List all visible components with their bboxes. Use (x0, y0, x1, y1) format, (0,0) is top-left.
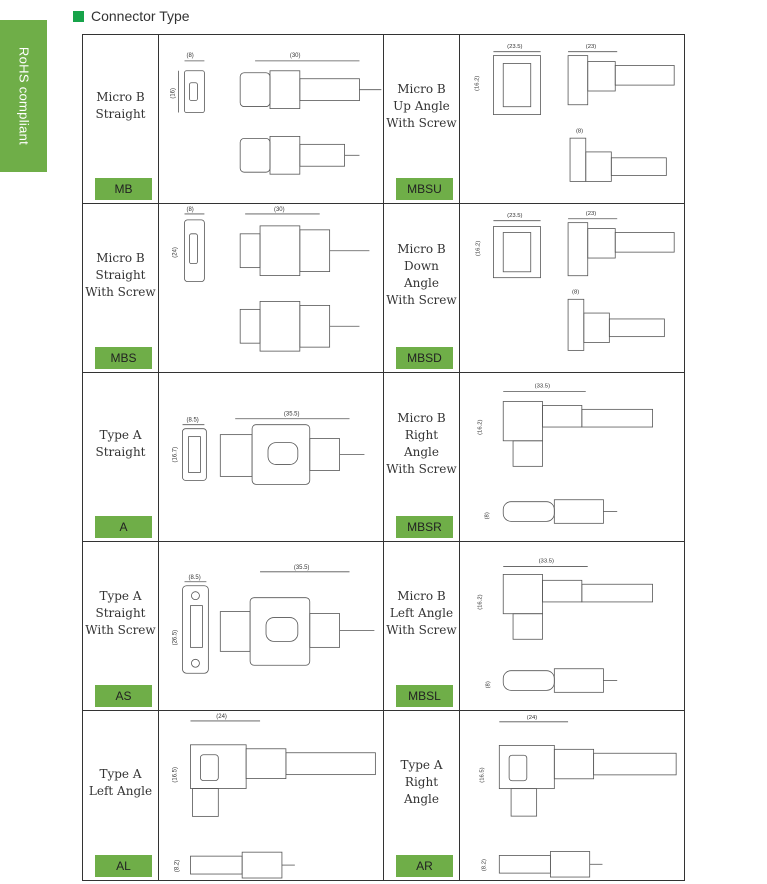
dimension-label: (16.7) (173, 447, 179, 463)
connector-drawing-cell: (8.5) (16.7) (35.5) (158, 372, 384, 542)
dimension-label: (23.5) (507, 213, 522, 219)
micro-b-left-angle-screw-drawing: (33.5) (16.2) (8) (478, 559, 653, 693)
connector-code-badge: MBSU (395, 178, 453, 200)
dimension-label: (33.5) (535, 384, 550, 390)
connector-drawing-cell: (8.5) (26.5) (35.5) (158, 541, 384, 711)
connector-drawing-cell: (23.5) (16.2) (23) (8) (458, 203, 686, 373)
micro-b-straight-screw-drawing: (8) (24) (30) (173, 207, 370, 352)
dimension-label: (16.2) (476, 241, 482, 256)
micro-b-down-angle-screw-drawing: (23.5) (16.2) (23) (8) (476, 211, 675, 351)
dimension-label: (24) (527, 715, 537, 721)
dimension-label: (30) (290, 53, 301, 59)
dimension-label: (24) (216, 714, 227, 720)
dimension-label: (8) (576, 128, 583, 134)
dimension-label: (8) (485, 681, 491, 688)
connector-drawing-cell: (33.5) (16.2) (8) (458, 541, 686, 711)
micro-b-up-angle-screw-drawing: (23.5) (16.2) (23) (8) (475, 44, 675, 182)
dimension-label: (8) (484, 512, 490, 519)
connector-drawing-cell: (24) (16.5) (8.2) (158, 710, 384, 881)
dimension-label: (8.2) (175, 860, 181, 872)
connector-code-badge: AL (95, 855, 152, 877)
type-a-left-angle-drawing: (24) (16.5) (8.2) (173, 714, 376, 879)
connector-code-badge: MBS (95, 347, 152, 369)
dimension-label: (23) (586, 44, 596, 50)
connector-drawing-cell: (8) (16) (30) (158, 34, 384, 204)
connector-code-badge: MBSR (395, 516, 453, 538)
connector-drawing-cell: (24) (16.5) (8.2) (458, 710, 686, 881)
rohs-side-tab: RoHS compliant (0, 20, 47, 172)
section-header: Connector Type (73, 6, 190, 26)
connector-code-badge: A (95, 516, 152, 538)
dimension-label: (23) (586, 211, 596, 217)
rohs-label: RoHS compliant (16, 46, 31, 146)
dimension-label: (16) (171, 88, 177, 99)
connector-code-badge: AS (95, 685, 152, 707)
dimension-label: (16.5) (173, 767, 179, 783)
dimension-label: (26.5) (173, 630, 179, 646)
dimension-label: (8.2) (482, 859, 488, 871)
connector-drawing-cell: (8) (24) (30) (158, 203, 384, 373)
section-title: Connector Type (91, 8, 190, 24)
dimension-label: (16.5) (480, 767, 486, 782)
connector-code-badge: AR (395, 855, 453, 877)
dimension-label: (33.5) (539, 559, 554, 565)
micro-b-right-angle-screw-drawing: (33.5) (16.2) (8) (478, 384, 653, 524)
connector-code-badge: MBSD (395, 347, 453, 369)
connector-drawing-cell: (23.5) (16.2) (23) (8) (458, 34, 686, 204)
green-square-bullet-icon (73, 10, 84, 22)
dimension-label: (16.2) (478, 594, 484, 609)
micro-b-straight-drawing: (8) (16) (30) (171, 53, 382, 175)
dimension-label: (8) (186, 207, 193, 213)
dimension-label: (8.5) (186, 418, 198, 424)
type-a-right-angle-drawing: (24) (16.5) (8.2) (480, 715, 677, 878)
connector-code-badge: MB (95, 178, 152, 200)
dimension-label: (16.2) (478, 420, 484, 435)
dimension-label: (16.2) (475, 76, 481, 91)
dimension-label: (35.5) (284, 412, 300, 418)
type-a-straight-drawing: (8.5) (16.7) (35.5) (173, 412, 365, 485)
dimension-label: (35.5) (294, 565, 310, 571)
dimension-label: (8.5) (188, 575, 200, 581)
dimension-label: (30) (274, 207, 285, 213)
dimension-label: (24) (173, 247, 179, 258)
dimension-label: (8) (186, 53, 193, 59)
dimension-label: (8) (572, 289, 579, 295)
type-a-straight-screw-drawing: (8.5) (26.5) (35.5) (173, 565, 375, 674)
dimension-label: (23.5) (507, 44, 522, 50)
connector-drawing-cell: (33.5) (16.2) (8) (458, 372, 686, 542)
connector-code-badge: MBSL (395, 685, 453, 707)
